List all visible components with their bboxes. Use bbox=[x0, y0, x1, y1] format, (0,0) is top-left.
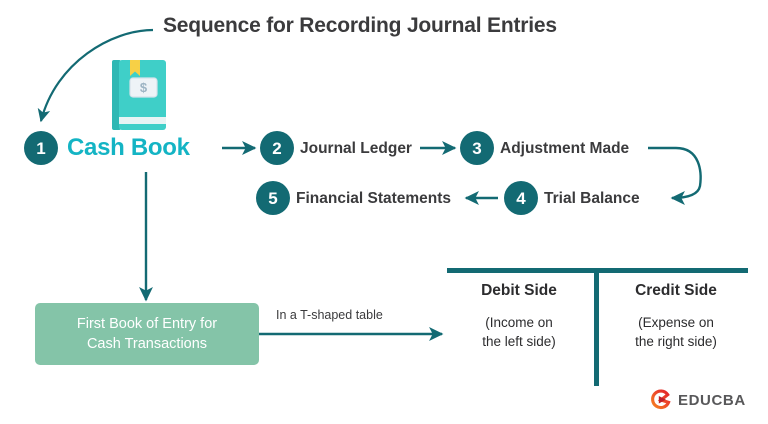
t-table-column-credit: Credit Side (Expense on the right side) bbox=[606, 282, 746, 351]
educba-logo-icon bbox=[651, 389, 671, 410]
step-label-journal-ledger: Journal Ledger bbox=[300, 140, 412, 157]
step-circle-3[interactable]: 3 bbox=[460, 131, 494, 165]
step-label-financial-statements: Financial Statements bbox=[296, 190, 452, 207]
detail-box-line-2: Cash Transactions bbox=[86, 336, 208, 352]
t-table-note-credit: (Expense on the right side) bbox=[606, 313, 746, 351]
step-circle-5[interactable]: 5 bbox=[256, 181, 290, 215]
step-label-adjustment-made: Adjustment Made bbox=[500, 140, 630, 157]
t-table-note-debit-line-1: (Income on bbox=[485, 315, 553, 330]
t-table-heading-credit: Credit Side bbox=[635, 282, 717, 299]
step-label-cash-book: Cash Book bbox=[67, 134, 190, 161]
connector-caption: In a T-shaped table bbox=[276, 308, 383, 322]
t-table-note-debit-line-2: the left side) bbox=[482, 334, 556, 349]
educba-logo: EDUCBA bbox=[650, 389, 746, 411]
step-circle-4[interactable]: 4 bbox=[504, 181, 538, 215]
t-table-heading-debit: Debit Side bbox=[481, 282, 557, 299]
detail-box-first-book-of-entry: First Book of Entry for Cash Transaction… bbox=[35, 303, 259, 365]
step-label-trial-balance: Trial Balance bbox=[544, 190, 640, 207]
arrow-step3-to-step4 bbox=[648, 146, 702, 205]
t-table-note-credit-line-1: (Expense on bbox=[638, 315, 714, 330]
t-table-column-debit: Debit Side (Income on the left side) bbox=[449, 282, 589, 351]
book-dollar-symbol: $ bbox=[140, 80, 148, 95]
t-table-note-debit: (Income on the left side) bbox=[449, 313, 589, 351]
cash-book-icon: $ bbox=[112, 60, 166, 130]
page-title: Sequence for Recording Journal Entries bbox=[163, 14, 557, 37]
t-table-divider bbox=[594, 268, 599, 386]
step-circle-2[interactable]: 2 bbox=[260, 131, 294, 165]
detail-box-line-1: First Book of Entry for bbox=[76, 316, 218, 332]
t-shaped-table: Debit Side (Income on the left side) Cre… bbox=[447, 268, 748, 388]
step-circle-1[interactable]: 1 bbox=[24, 131, 58, 165]
educba-logo-text: EDUCBA bbox=[678, 391, 746, 409]
t-table-note-credit-line-2: the right side) bbox=[635, 334, 717, 349]
